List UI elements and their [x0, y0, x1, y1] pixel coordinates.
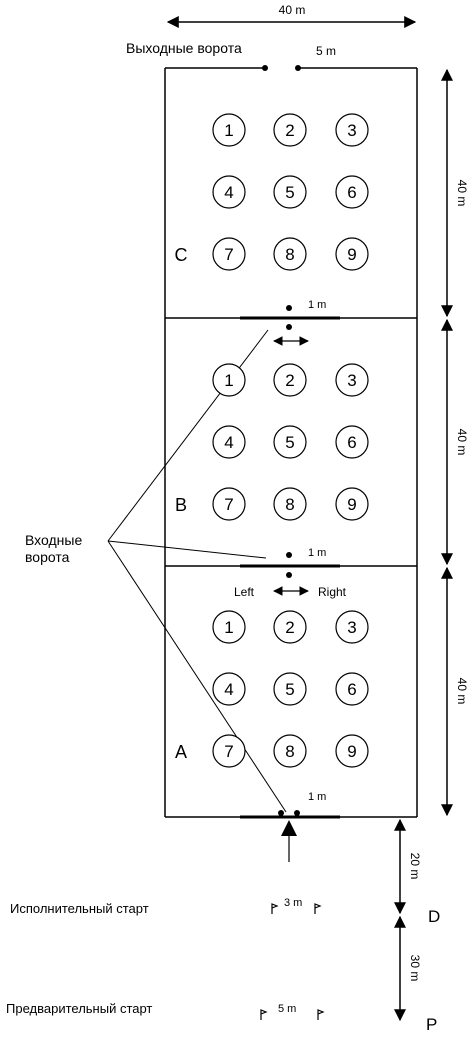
zone-letter-a: A — [175, 742, 187, 762]
executive-start-label: Исполнительный старт — [10, 901, 149, 916]
entry-gates-label-line1: Входные — [25, 532, 82, 548]
gate-ba-dot-lower — [286, 572, 292, 578]
position-number: 8 — [285, 495, 294, 514]
entry-gates-pointer-ba — [107, 540, 267, 559]
preliminary-start-label: Предварительный старт — [6, 1001, 152, 1016]
position-number: 9 — [347, 742, 356, 761]
position-circle — [273, 734, 307, 768]
entry-gate-post-right — [294, 810, 300, 816]
position-circle — [212, 487, 246, 521]
position-number: 9 — [347, 245, 356, 264]
position-circle — [273, 487, 307, 521]
position-number: 3 — [347, 121, 356, 140]
position-circle — [335, 610, 369, 644]
zone-letter-c: C — [175, 245, 188, 265]
position-number: 8 — [285, 742, 294, 761]
gate-cb-dot-lower — [286, 324, 292, 330]
height-label-b: 40 m — [455, 429, 469, 456]
position-number: 6 — [347, 183, 356, 202]
position-number: 6 — [347, 680, 356, 699]
exit-gate-label: Выходные ворота — [126, 40, 242, 56]
position-circle — [335, 487, 369, 521]
position-number: 8 — [285, 245, 294, 264]
position-number: 1 — [224, 618, 233, 637]
position-circle — [212, 610, 246, 644]
position-number: 2 — [285, 371, 294, 390]
position-number: 1 — [224, 371, 233, 390]
distance-label-d: 20 m — [408, 853, 422, 880]
position-number: 3 — [347, 371, 356, 390]
executive-start-flag-left — [271, 903, 279, 914]
position-circle — [335, 734, 369, 768]
gate-cb-gap-label: 1 m — [308, 299, 326, 311]
position-circle — [212, 363, 246, 397]
position-number: 4 — [224, 183, 233, 202]
distance-label-p: 30 m — [408, 955, 422, 982]
position-circle — [335, 672, 369, 706]
position-number: 3 — [347, 618, 356, 637]
position-circle — [273, 610, 307, 644]
height-label-c: 40 m — [455, 180, 469, 207]
position-number: 4 — [224, 433, 233, 452]
position-circle — [335, 175, 369, 209]
preliminary-start-flag-left — [260, 1009, 268, 1020]
entry-gates-pointer-cb — [107, 329, 269, 542]
top-width-label: 40 m — [279, 3, 306, 17]
position-number: 1 — [224, 121, 233, 140]
position-circle — [212, 175, 246, 209]
position-number: 7 — [224, 245, 233, 264]
gate-ba-dot-upper — [286, 552, 292, 558]
height-label-a: 40 m — [455, 678, 469, 705]
preliminary-start-width: 5 m — [278, 1003, 296, 1015]
position-number: 4 — [224, 680, 233, 699]
gate-ba-gap-label: 1 m — [308, 547, 326, 559]
position-number: 7 — [224, 742, 233, 761]
position-circle — [335, 113, 369, 147]
position-number: 9 — [347, 495, 356, 514]
point-p-label: P — [426, 1015, 437, 1034]
gate-cb-dot-upper — [286, 305, 292, 311]
entry-gates-pointer-a — [107, 540, 287, 813]
position-circle — [212, 425, 246, 459]
position-number: 7 — [224, 495, 233, 514]
position-circle — [273, 425, 307, 459]
position-number: 2 — [285, 121, 294, 140]
position-circle — [335, 425, 369, 459]
position-number: 2 — [285, 618, 294, 637]
point-d-label: D — [428, 907, 440, 926]
position-number: 6 — [347, 433, 356, 452]
entry-gate-post-left — [278, 810, 284, 816]
direction-right-label: Right — [318, 585, 347, 599]
position-circle — [335, 237, 369, 271]
direction-left-label: Left — [234, 585, 255, 599]
position-circle — [273, 672, 307, 706]
position-number: 5 — [285, 433, 294, 452]
position-circle — [212, 672, 246, 706]
position-circle — [273, 113, 307, 147]
position-number: 5 — [285, 680, 294, 699]
executive-start-width: 3 m — [284, 897, 302, 909]
position-circle — [212, 734, 246, 768]
entry-gate-gap-label: 1 m — [308, 791, 326, 803]
position-number: 5 — [285, 183, 294, 202]
position-circle — [273, 175, 307, 209]
position-circle — [212, 113, 246, 147]
entry-gates-label-line2: ворота — [25, 549, 70, 565]
position-circle — [212, 237, 246, 271]
position-circle — [273, 237, 307, 271]
exit-gate-width-label: 5 m — [316, 44, 336, 58]
position-circle — [335, 363, 369, 397]
entry-arrow-head — [281, 820, 297, 836]
executive-start-flag-right — [314, 903, 322, 914]
zone-letter-b: B — [175, 495, 187, 515]
preliminary-start-flag-right — [317, 1009, 325, 1020]
position-circle — [273, 363, 307, 397]
